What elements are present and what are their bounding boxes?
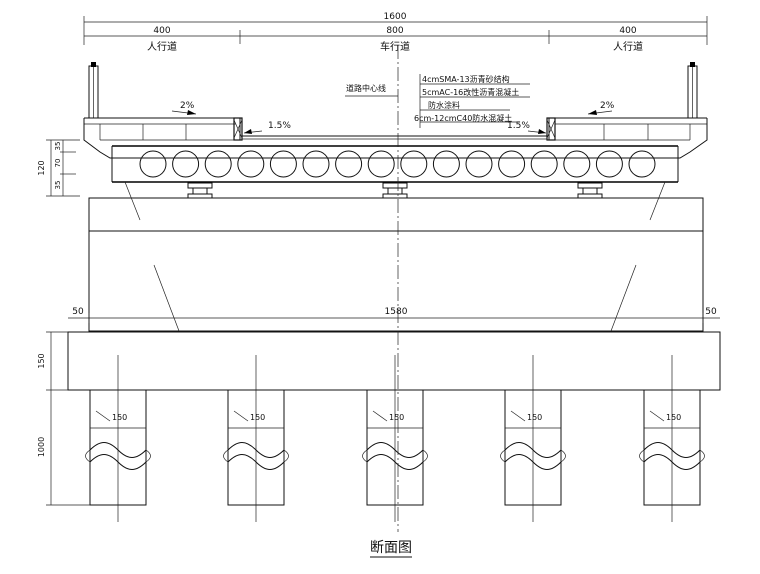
void-circle: [400, 150, 428, 178]
dim-top-b: 70: [54, 159, 62, 168]
pile-diameter-label: 150: [112, 413, 127, 422]
void-circle: [204, 150, 232, 178]
centerline: 道路中心线: [345, 45, 399, 532]
pile-diameter-label: 150: [527, 413, 542, 422]
pave-layer-2: 5cmAC-16改性沥青混凝土: [422, 87, 519, 97]
void-circle: [367, 150, 395, 178]
bearing-center: [382, 182, 408, 199]
dim-cap-left: 50: [72, 307, 84, 317]
pave-layer-3: 防水涂料: [428, 100, 460, 110]
pave-layer-1: 4cmSMA-13沥青砂结构: [422, 74, 510, 84]
dim-top-c: 35: [54, 181, 62, 190]
void-circle: [139, 150, 167, 178]
pave-layer-4: 6cm-12cmC40防水混凝土: [414, 113, 512, 123]
void-circle: [237, 150, 265, 178]
bearing-right: [577, 182, 603, 199]
label-centerline: 道路中心线: [346, 83, 386, 93]
void-circle: [172, 150, 200, 178]
slope-right-walk: 2%: [600, 101, 615, 111]
void-circle: [595, 150, 623, 178]
top-dimension: 1600 400 800 400 人行道 车行道 人行道: [83, 12, 708, 53]
pavement-callout: 4cmSMA-13沥青砂结构 5cmAC-16改性沥青混凝土 防水涂料 6cm-…: [414, 74, 530, 128]
void-circle: [269, 150, 297, 178]
left-dimensions: 120 35 70 35 150 1000: [37, 139, 90, 506]
bearing-left: [187, 182, 213, 199]
slope-left-road: 1.5%: [268, 121, 291, 131]
cap-dimension: 50 1580 50: [68, 307, 720, 323]
slope-left-walk: 2%: [180, 101, 195, 111]
bearings: [187, 182, 603, 199]
hollow-slab-beam: [83, 118, 708, 183]
label-left-walk: 人行道: [147, 40, 177, 53]
right-railing: [687, 62, 698, 119]
dim-left-walk: 400: [153, 26, 170, 36]
title-text: 断面图: [370, 540, 412, 556]
void-circle: [335, 150, 363, 178]
pile-cap: [67, 331, 721, 391]
dim-cap-mid: 1580: [385, 307, 408, 317]
pile-diameter-label: 150: [666, 413, 681, 422]
pile-diameter-label: 150: [389, 413, 404, 422]
label-right-walk: 人行道: [613, 40, 643, 53]
void-circle: [563, 150, 591, 178]
right-sidewalk: [546, 117, 707, 141]
left-railing: [88, 62, 99, 119]
dim-cap-h: 150: [37, 353, 46, 368]
label-carriageway: 车行道: [380, 40, 410, 53]
void-circle: [628, 150, 656, 178]
piles: 150 150 150 150 150: [85, 355, 705, 522]
void-circles: [139, 150, 656, 178]
slope-marks: 2% 2% 1.5% 1.5%: [171, 101, 615, 134]
pile: 150: [500, 355, 566, 522]
carriageway-paving: [242, 135, 547, 140]
drawing-title: 断面图: [370, 540, 412, 558]
void-circle: [498, 150, 526, 178]
void-circle: [465, 150, 493, 178]
left-sidewalk: [84, 117, 243, 141]
dim-total-width: 1600: [384, 12, 407, 22]
pile: 150: [639, 355, 705, 522]
dim-cap-right: 50: [705, 307, 717, 317]
void-circle: [302, 150, 330, 178]
pile-diameter-label: 150: [250, 413, 265, 422]
dim-right-walk: 400: [619, 26, 636, 36]
dim-pile-len: 1000: [37, 437, 46, 457]
void-circle: [530, 150, 558, 178]
pile: 150: [362, 355, 428, 522]
dim-beam-h: 120: [37, 160, 46, 175]
void-circle: [432, 150, 460, 178]
slope-right-road: 1.5%: [507, 121, 530, 131]
pile: 150: [85, 355, 151, 522]
abutment-body: [88, 181, 704, 332]
dim-top-a: 35: [54, 142, 62, 151]
dim-carriageway: 800: [386, 26, 403, 36]
pile: 150: [223, 355, 289, 522]
